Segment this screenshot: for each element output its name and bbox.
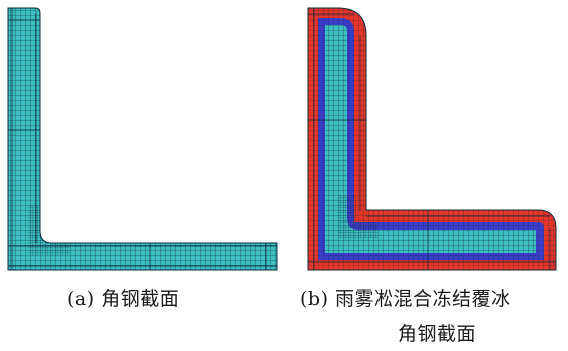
bare-angle-mesh-figure — [7, 7, 278, 271]
iced-angle-mesh-figure — [307, 7, 557, 271]
steel-angle-shape — [8, 8, 277, 270]
iced-angle-section-panel — [298, 0, 568, 278]
caption-b-line1: (b) 雨雾凇混合冻结覆冰 — [300, 288, 511, 310]
fillet-refined-mesh — [28, 205, 70, 255]
bare-angle-section-panel — [0, 0, 290, 278]
fillet-refined-mesh-iced — [338, 195, 378, 238]
caption-b-line2: 角钢截面 — [398, 323, 477, 345]
caption-a: (a) 角钢截面 — [67, 288, 180, 310]
